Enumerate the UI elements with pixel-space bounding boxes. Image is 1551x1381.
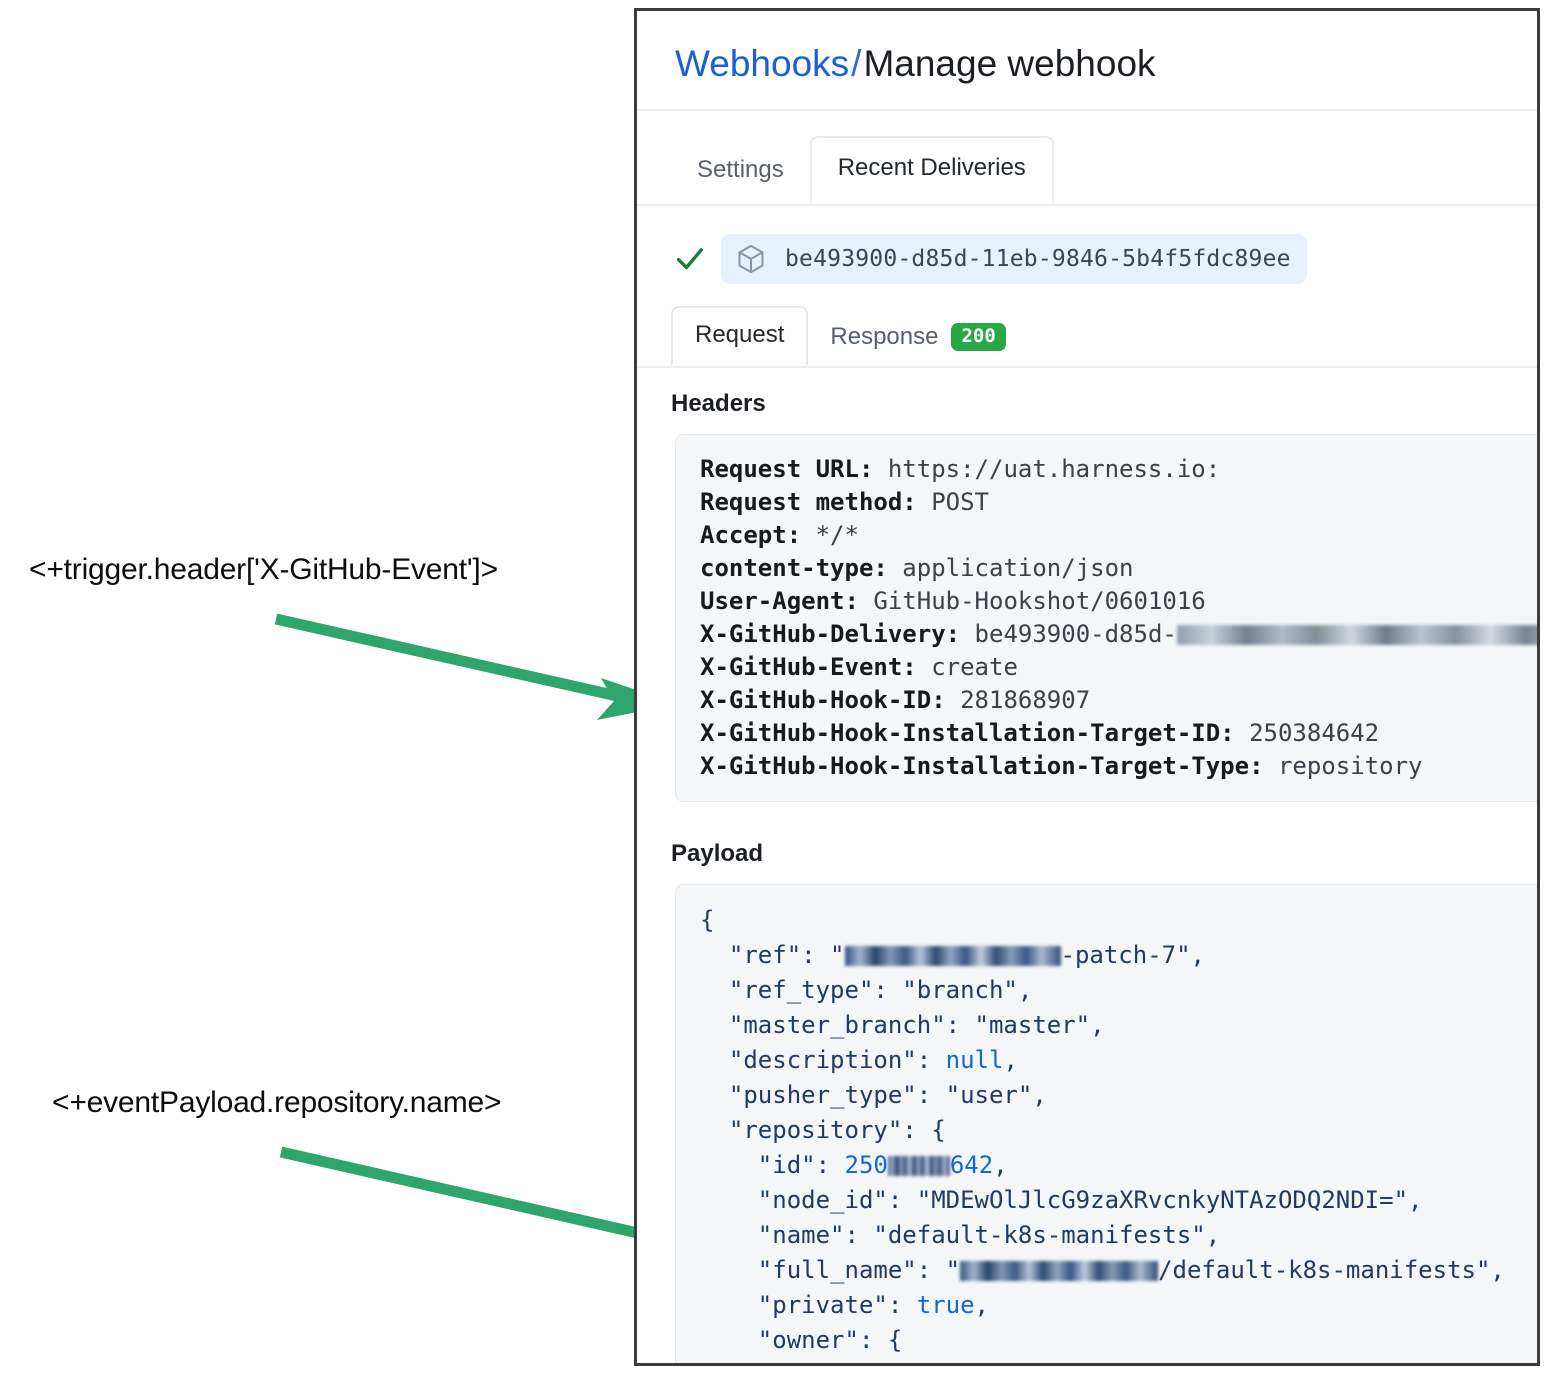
json-line: "ref": " -patch-7", (700, 938, 1537, 973)
header-value: https://uat.harness.io: (887, 455, 1221, 484)
json-text: "name": "default-k8s-manifests", (700, 1221, 1221, 1250)
headers-section-title: Headers (671, 390, 766, 418)
json-text: "ref_type": "branch", (700, 976, 1033, 1005)
delivery-detail-tabs: Request Response 200 (637, 306, 1537, 369)
annotation-header-expression: <+trigger.header['X-GitHub-Event']> (29, 553, 498, 586)
json-text: "id": (700, 1151, 845, 1180)
json-text: "node_id": "MDEwOlJlcG9zaXRvcnkyNTAzODQ2… (700, 1186, 1423, 1215)
header-key: X-GitHub-Hook-Installation-Target-Type: (700, 752, 1264, 781)
breadcrumb-separator: / (851, 43, 862, 84)
header-row: Accept: */* (700, 519, 1537, 552)
json-line: "repository": { (700, 1113, 1537, 1148)
header-key: X-GitHub-Hook-Installation-Target-ID: (700, 719, 1235, 748)
json-number-suffix: 642 (949, 1151, 994, 1180)
header-row: X-GitHub-Hook-ID: 281868907 (700, 684, 1537, 717)
json-text: { (700, 906, 715, 935)
webhook-tabs: Settings Recent Deliveries (637, 136, 1537, 207)
json-line: { (700, 903, 1537, 938)
header-key: Request method: (700, 488, 917, 517)
page-title: Manage webhook (863, 43, 1156, 84)
delivery-id-chip[interactable]: be493900-d85d-11eb-9846-5b4f5fdc89ee (721, 234, 1307, 285)
header-value: 250384642 (1249, 719, 1380, 748)
json-text: "full_name": " (700, 1256, 961, 1285)
header-value: repository (1277, 752, 1423, 781)
json-line: "master_branch": "master", (700, 1008, 1537, 1043)
check-icon (676, 248, 704, 270)
json-text-after: , (1003, 1046, 1018, 1075)
redacted-owner-name (960, 1261, 1159, 1282)
tab-settings[interactable]: Settings (697, 156, 784, 184)
json-text-after: , (993, 1151, 1008, 1180)
header-key: User-Agent: (700, 587, 859, 616)
tab-request[interactable]: Request (671, 306, 809, 367)
json-line: "pusher_type": "user", (700, 1078, 1537, 1113)
header-key: X-GitHub-Event: (700, 653, 917, 682)
json-text: "ref": " (700, 941, 845, 970)
redacted-repo-id (887, 1156, 950, 1177)
webhook-screenshot-card: Webhooks/Manage webhook Settings Recent D… (634, 8, 1540, 1366)
tab-request-label: Request (695, 321, 785, 349)
header-value: */* (815, 521, 859, 550)
json-text: "pusher_type": "user", (700, 1081, 1047, 1110)
tab-response-label: Response (830, 323, 939, 351)
header-value: be493900-d85d- (974, 620, 1177, 649)
json-keyword: null (945, 1046, 1004, 1075)
cube-icon (738, 245, 764, 274)
json-number-prefix: 250 (844, 1151, 888, 1180)
header-key: X-GitHub-Delivery: (700, 620, 961, 649)
header-value: GitHub-Hookshot/0601016 (873, 587, 1206, 616)
header-value: POST (931, 488, 989, 517)
header-row: X-GitHub-Event: create (700, 651, 1537, 684)
arrow-to-x-github-event (274, 613, 678, 720)
json-text-after: /default-k8s-manifests", (1158, 1256, 1505, 1285)
json-text: "private": (700, 1291, 917, 1320)
json-text-after: , (974, 1291, 989, 1320)
json-text-after: -patch-7", (1060, 941, 1206, 970)
delivery-id-text: be493900-d85d-11eb-9846-5b4f5fdc89ee (785, 246, 1291, 273)
json-line: "ref_type": "branch", (700, 973, 1537, 1008)
json-text: "description": (700, 1046, 946, 1075)
json-line: "description": null, (700, 1043, 1537, 1078)
json-line: "owner": { (700, 1323, 1537, 1358)
card-content: Webhooks/Manage webhook Settings Recent D… (637, 11, 1537, 1363)
delivery-row: be493900-d85d-11eb-9846-5b4f5fdc89ee (637, 234, 1537, 285)
header-value: 281868907 (960, 686, 1091, 715)
header-key: content-type: (700, 554, 888, 583)
header-row: content-type: application/json (700, 552, 1537, 585)
headers-panel: Request URL: https://uat.harness.io: Req… (675, 434, 1537, 803)
tab-response[interactable]: Response 200 (808, 310, 1027, 366)
json-text: "master_branch": "master", (700, 1011, 1105, 1040)
header-row: X-GitHub-Hook-Installation-Target-ID: 25… (700, 717, 1537, 750)
header-row: Request URL: https://uat.harness.io: (700, 453, 1537, 486)
json-line: "id": 250 642, (700, 1148, 1537, 1183)
json-line: "node_id": "MDEwOlJlcG9zaXRvcnkyNTAzODQ2… (700, 1183, 1537, 1218)
json-keyword: true (916, 1291, 975, 1320)
breadcrumb-link-webhooks[interactable]: Webhooks (675, 43, 850, 84)
header-row: User-Agent: GitHub-Hookshot/0601016 (700, 585, 1537, 618)
payload-panel: { "ref": " -patch-7", "ref_type": "branch… (675, 884, 1537, 1363)
json-text: "repository": { (700, 1116, 946, 1145)
annotation-payload-expression: <+eventPayload.repository.name> (52, 1086, 502, 1119)
status-badge: 200 (951, 323, 1006, 352)
header-value: create (931, 653, 1018, 682)
redacted-delivery-id (1176, 625, 1537, 646)
tab-recent-deliveries[interactable]: Recent Deliveries (809, 136, 1054, 203)
breadcrumb: Webhooks/Manage webhook (637, 11, 1537, 87)
json-line: "name": "default-k8s-manifests", (700, 1218, 1537, 1253)
json-text: "owner": { (700, 1326, 903, 1355)
json-line: "private": true, (700, 1288, 1537, 1323)
header-key: X-GitHub-Hook-ID: (700, 686, 946, 715)
json-line: "full_name": " /default-k8s-manifests", (700, 1253, 1537, 1288)
header-key: Request URL: (700, 455, 874, 484)
header-divider (637, 109, 1537, 112)
redacted-username (844, 946, 1061, 967)
header-value: application/json (902, 554, 1134, 583)
payload-section-title: Payload (671, 840, 764, 868)
header-row: X-GitHub-Hook-Installation-Target-Type: … (700, 750, 1537, 783)
header-row: X-GitHub-Delivery: be493900-d85d- (700, 618, 1537, 651)
header-key: Accept: (700, 521, 802, 550)
header-row: Request method: POST (700, 486, 1537, 519)
